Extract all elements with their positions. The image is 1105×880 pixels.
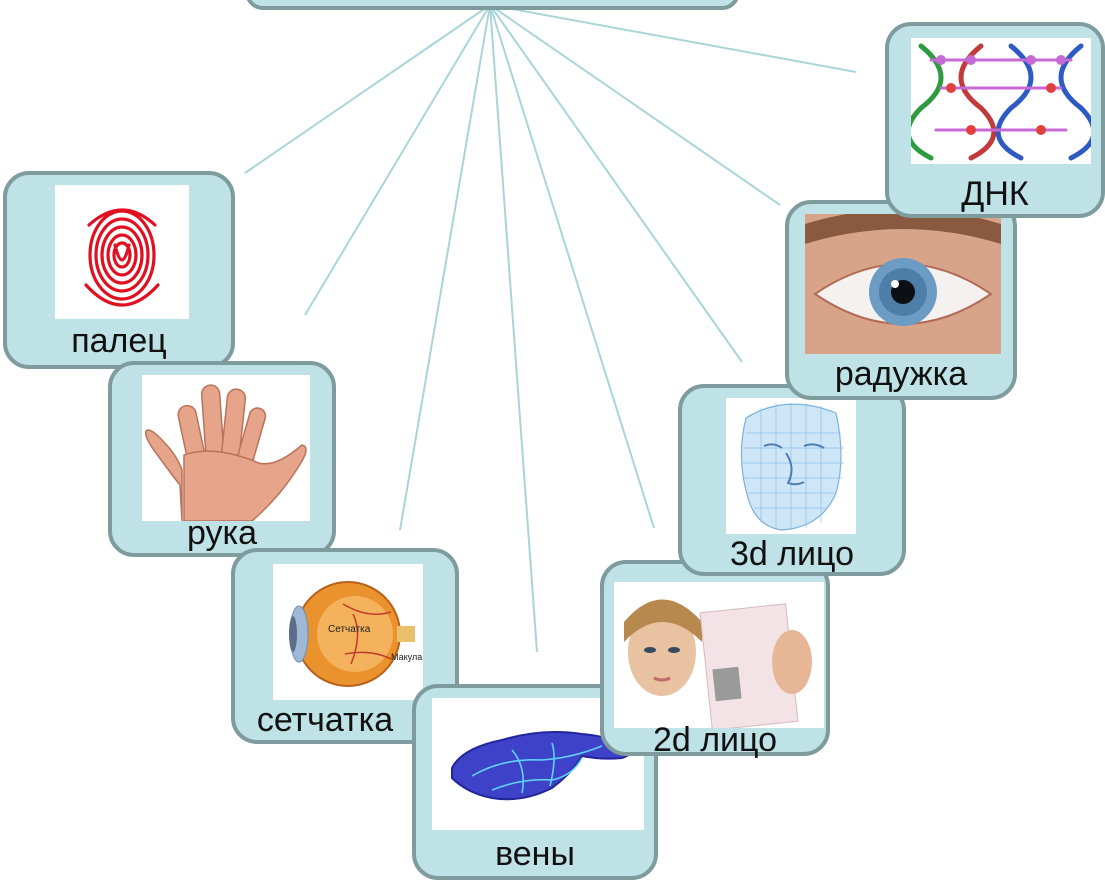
connector-face3d [490, 5, 742, 362]
card-face3d: 3d лицо [678, 384, 906, 576]
connector-veins [490, 5, 537, 652]
central-hub-box [245, 0, 740, 10]
connector-dna [490, 5, 856, 72]
retina-caption: Сетчатка [328, 624, 371, 635]
dna-helix-icon [911, 38, 1091, 164]
hand-icon [142, 375, 310, 521]
card-face2d: 2d лицо [600, 560, 830, 756]
connector-iris [490, 5, 780, 205]
item-label: рука [112, 513, 332, 553]
item-label: палец [7, 321, 231, 361]
card-dna: ДНК [885, 22, 1105, 218]
card-hand: рука [108, 361, 336, 557]
item-label: 2d лицо [604, 722, 826, 758]
item-label: радужка [789, 354, 1013, 394]
connector-hand [305, 5, 490, 315]
iris-eye-icon [805, 214, 1001, 354]
macula-caption: Макула [391, 652, 422, 662]
eye-anatomy-icon: Сетчатка Макула [273, 564, 423, 700]
connector-retina [400, 5, 490, 530]
item-label: 3d лицо [682, 534, 902, 574]
item-label: вены [416, 834, 654, 874]
connector-face2d [490, 5, 654, 528]
fingerprint-icon [55, 185, 189, 319]
item-label: ДНК [889, 174, 1101, 214]
3d-face-mesh-icon [726, 398, 856, 534]
connector-finger [245, 5, 490, 173]
card-iris: радужка [785, 200, 1017, 400]
face-passport-icon [614, 582, 824, 728]
card-finger: палец [3, 171, 235, 369]
